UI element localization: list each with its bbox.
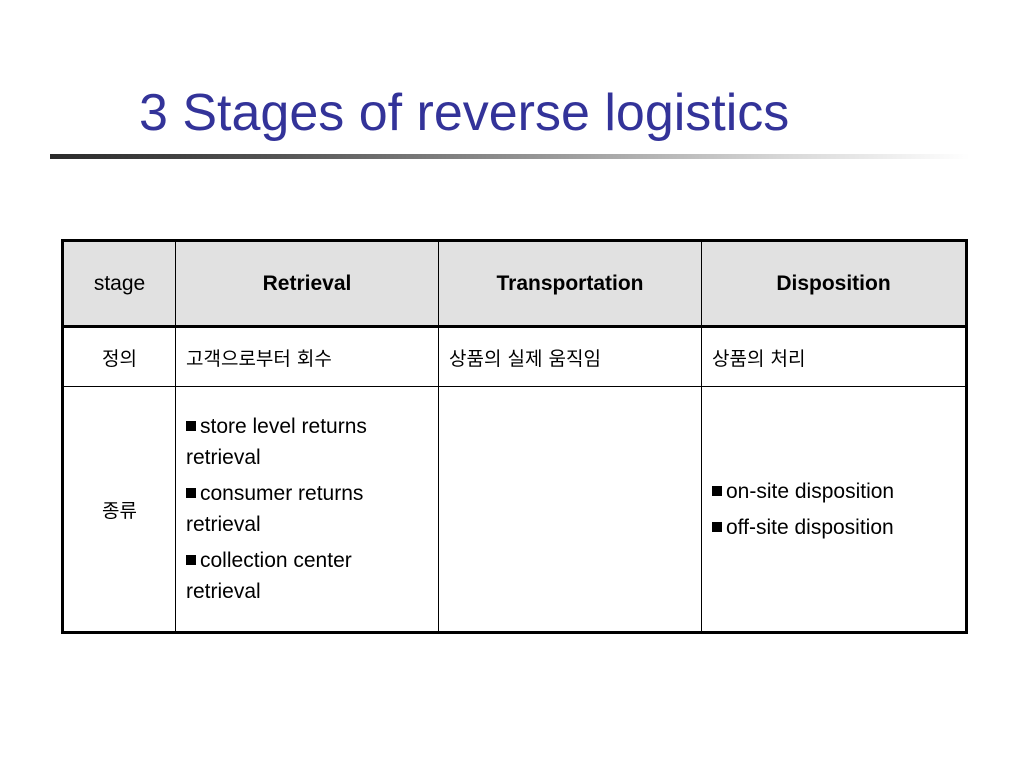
list-item: on-site disposition: [712, 476, 959, 507]
list-item-text: on-site disposition: [726, 479, 895, 503]
title-underline: [50, 154, 970, 159]
definition-row-label: 정의: [61, 326, 176, 387]
definition-cell-transportation: 상품의 실제 움직임: [438, 326, 702, 387]
stages-table: stage Retrieval Transportation Dispositi…: [61, 239, 968, 634]
list-item: collection center retrieval: [186, 545, 432, 607]
square-bullet-icon: [186, 421, 196, 431]
square-bullet-icon: [712, 485, 722, 496]
definition-cell-disposition: 상품의 처리: [701, 326, 968, 387]
list-item: store level returns retrieval: [186, 411, 432, 473]
list-item-text: consumer returns retrieval: [186, 482, 364, 536]
header-cell-disposition: Disposition: [701, 239, 968, 328]
disposition-types-list: on-site disposition off-site disposition: [712, 476, 959, 543]
square-bullet-icon: [186, 555, 196, 565]
definition-row: 정의 고객으로부터 회수 상품의 실제 움직임 상품의 처리: [61, 326, 968, 387]
square-bullet-icon: [186, 488, 196, 498]
header-cell-stage: stage: [61, 239, 176, 328]
header-cell-retrieval: Retrieval: [175, 239, 439, 328]
list-item-text: collection center retrieval: [186, 549, 352, 603]
definition-cell-retrieval: 고객으로부터 회수: [175, 326, 439, 387]
retrieval-types-list: store level returns retrieval consumer re…: [186, 411, 432, 607]
header-cell-transportation: Transportation: [438, 239, 702, 328]
list-item-text: off-site disposition: [726, 515, 894, 539]
types-cell-transportation: [438, 386, 702, 634]
types-cell-retrieval: store level returns retrieval consumer re…: [175, 386, 439, 634]
list-item-text: store level returns retrieval: [186, 415, 367, 469]
types-row-label: 종류: [61, 386, 176, 634]
header-row: stage Retrieval Transportation Dispositi…: [61, 239, 968, 328]
types-row: 종류 store level returns retrieval consumer…: [61, 386, 968, 634]
square-bullet-icon: [712, 521, 722, 532]
types-cell-disposition: on-site disposition off-site disposition: [701, 386, 968, 634]
slide-title: 3 Stages of reverse logistics: [139, 84, 790, 142]
list-item: consumer returns retrieval: [186, 478, 432, 540]
list-item: off-site disposition: [712, 512, 959, 543]
